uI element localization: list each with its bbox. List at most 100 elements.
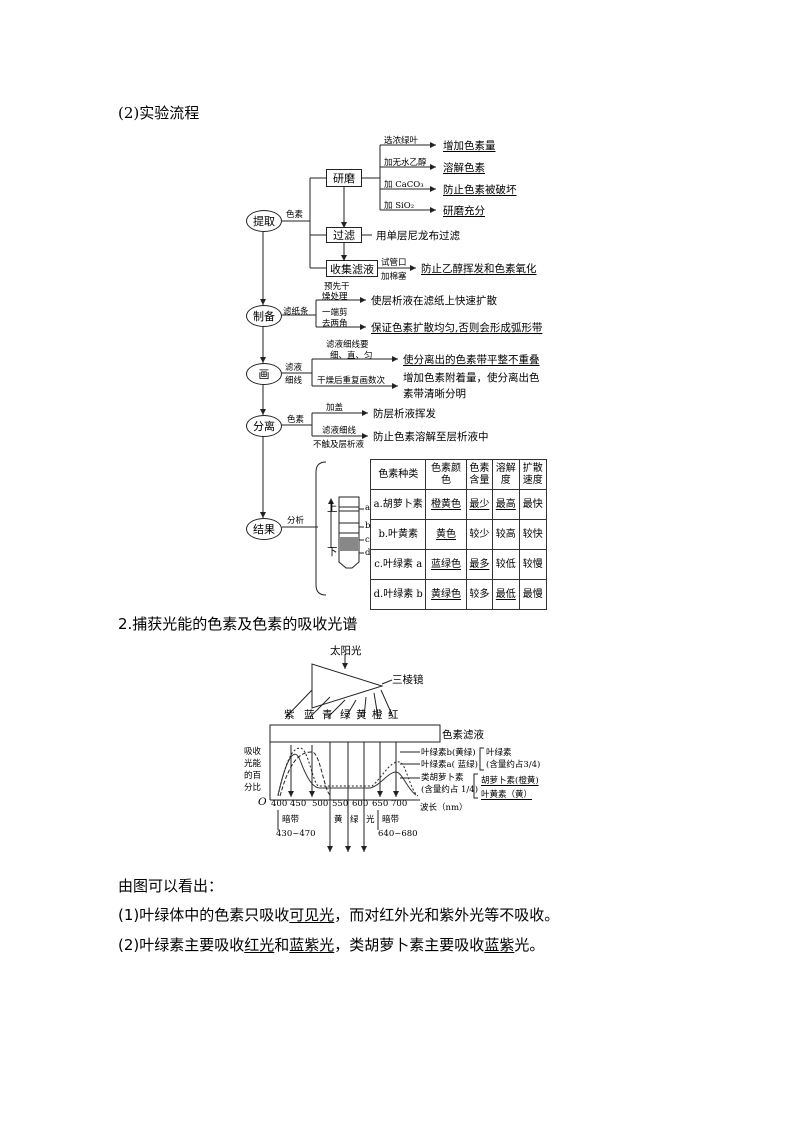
color-label: 橙 xyxy=(372,709,383,721)
p1-text: (1)叶绿体中的色素只吸收 xyxy=(118,906,290,924)
y-label-2: 光能 xyxy=(244,759,262,769)
dark-band-left: 暗带 xyxy=(282,815,300,825)
x-tick: 500 xyxy=(312,799,329,809)
flow-heading: (2)实验流程 xyxy=(118,104,200,122)
dark-band-left-range: 430~470 xyxy=(276,829,316,839)
collect-cond-2: 加棉塞 xyxy=(381,272,407,282)
filter-box: 过滤 xyxy=(326,227,362,243)
draw-cond-2: 干燥后重复画数次 xyxy=(317,376,386,386)
grind-effect-3: 防止色素被破坏 xyxy=(443,184,517,196)
strip-letter-d: d xyxy=(365,548,371,558)
draw-link-1: 滤液 xyxy=(285,363,303,373)
band-light: 光 xyxy=(366,815,375,825)
separate-cond-1: 加盖 xyxy=(326,403,344,413)
conclusion-p2: (2)叶绿素主要吸收红光和蓝紫光，类胡萝卜素主要吸收蓝紫光。 xyxy=(118,934,544,955)
collect-cond-1: 试管口 xyxy=(381,258,407,268)
x-tick: 550 xyxy=(332,799,349,809)
group-chlorophyll-note: (含量约占3/4) xyxy=(486,760,541,770)
step-separate: 分离 xyxy=(246,415,282,437)
table-cell: 最慢 xyxy=(518,579,548,610)
table-row: d.叶绿素 b 黄绿色 较多 最低 最慢 xyxy=(369,579,548,610)
x-tick: 600 xyxy=(352,799,369,809)
grind-effect-2: 溶解色素 xyxy=(443,162,485,174)
p1-text-end: ，而对红外光和紫外光等不吸收。 xyxy=(334,906,560,924)
col-header: 色素颜色 xyxy=(425,459,467,490)
table-cell: 较低 xyxy=(492,549,520,580)
step-draw: 画 xyxy=(246,363,282,385)
p2-answer-1: 红光 xyxy=(244,936,275,954)
section2-heading: 2.捕获光能的色素及色素的吸收光谱 xyxy=(118,615,358,633)
group-carotene: 胡萝卜素(橙黄) xyxy=(481,776,539,786)
table-header-row: 色素种类 色素颜色 色素含量 溶解度 扩散速度 xyxy=(369,459,548,490)
draw-effect-2a: 增加色素附着量，使分离出色 xyxy=(403,372,540,384)
table-cell: b.叶黄素 xyxy=(369,519,427,550)
step-prepare: 制备 xyxy=(246,305,282,327)
y-label-3: 的百 xyxy=(244,771,262,781)
strip-letter-a: a xyxy=(365,503,371,513)
filter-note: 用单层尼龙布过滤 xyxy=(376,230,460,242)
table-cell: 较多 xyxy=(465,579,494,610)
x-tick: 450 xyxy=(290,799,307,809)
table-cell: 最低 xyxy=(492,579,520,610)
draw-effect-1: 使分离出的色素带平整不重叠 xyxy=(403,354,540,366)
table-cell: 蓝绿色 xyxy=(425,549,467,580)
table-row: c.叶绿素 a 蓝绿色 最多 较低 较慢 xyxy=(369,549,548,580)
prepare-effect-2: 保证色素扩散均匀,否则会形成弧形带 xyxy=(371,322,543,334)
grind-cond-2: 加无水乙醇 xyxy=(384,158,427,168)
col-header: 扩散速度 xyxy=(518,459,548,490)
draw-effect-2b: 素带清晰分明 xyxy=(403,388,466,400)
prepare-effect-1: 使层析液在滤纸上快速扩散 xyxy=(371,295,497,307)
step-result: 结果 xyxy=(246,518,282,540)
col-header: 色素种类 xyxy=(369,459,427,490)
prepare-link: 滤纸条 xyxy=(283,307,309,317)
color-label: 紫 xyxy=(284,709,295,721)
grind-effect-1: 增加色素量 xyxy=(443,140,496,152)
prepare-cond-1a: 预先干 xyxy=(324,282,350,292)
p1-answer: 可见光 xyxy=(289,906,335,924)
pigment-table: 色素种类 色素颜色 色素含量 溶解度 扩散速度 a.胡萝卜素 橙黄色 最少 最高… xyxy=(369,459,548,610)
curve-chl-a: 叶绿素a( 蓝绿) xyxy=(421,760,478,770)
separate-link: 色素 xyxy=(287,415,305,425)
table-cell: 黄绿色 xyxy=(425,579,467,610)
step-extract: 提取 xyxy=(246,210,282,232)
x-tick: 700 xyxy=(391,799,408,809)
separate-effect-1: 防层析液挥发 xyxy=(373,408,436,420)
group-xanthophyll: 叶黄素（黄） xyxy=(481,790,533,800)
extract-link: 色素 xyxy=(286,210,304,220)
prism-label: 三棱镜 xyxy=(392,674,424,686)
color-label: 红 xyxy=(388,709,399,721)
x-tick: 650 xyxy=(372,799,389,809)
p2-text-mid: ，类胡萝卜素主要吸收 xyxy=(334,936,485,954)
strip-letter-b: b xyxy=(365,521,371,531)
x-axis-label: 波长（nm） xyxy=(420,803,468,813)
table-row: a.胡萝卜素 橙黄色 最少 最高 最快 xyxy=(369,489,548,520)
strip-top-label: 上 xyxy=(327,502,338,514)
band-yellow: 黄 xyxy=(334,815,343,825)
table-cell: 最多 xyxy=(465,549,494,580)
separate-effect-2: 防止色素溶解至层析液中 xyxy=(373,431,489,443)
p2-text: (2)叶绿素主要吸收 xyxy=(118,936,245,954)
p2-answer-3: 蓝紫 xyxy=(484,936,515,954)
separate-cond-2b: 不触及层析液 xyxy=(313,440,365,450)
grind-box: 研磨 xyxy=(326,169,362,187)
separate-cond-2a: 滤液细线 xyxy=(322,426,357,436)
sun-label: 太阳光 xyxy=(330,645,362,657)
dark-band-right: 暗带 xyxy=(382,815,400,825)
color-label: 青 xyxy=(322,709,333,721)
draw-link-2: 细线 xyxy=(285,376,303,386)
band-green: 绿 xyxy=(350,815,359,825)
curve-chl-b: 叶绿素b(黄绿) xyxy=(421,748,476,758)
table-cell: 最高 xyxy=(492,489,520,520)
grind-cond-4: 加 SiO₂ xyxy=(384,201,415,211)
origin-label: O xyxy=(258,796,267,808)
color-label: 绿 xyxy=(340,709,351,721)
col-header: 溶解度 xyxy=(492,459,520,490)
grind-effect-4: 研磨充分 xyxy=(443,205,485,217)
grind-cond-1: 选浓绿叶 xyxy=(384,136,419,146)
p2-text-end: 光。 xyxy=(514,936,545,954)
strip-bottom-label: 下 xyxy=(327,546,338,558)
collect-effect: 防止乙醇挥发和色素氧化 xyxy=(421,263,537,275)
curve-carotenoid-note: (含量约占 1/4) xyxy=(421,785,479,795)
